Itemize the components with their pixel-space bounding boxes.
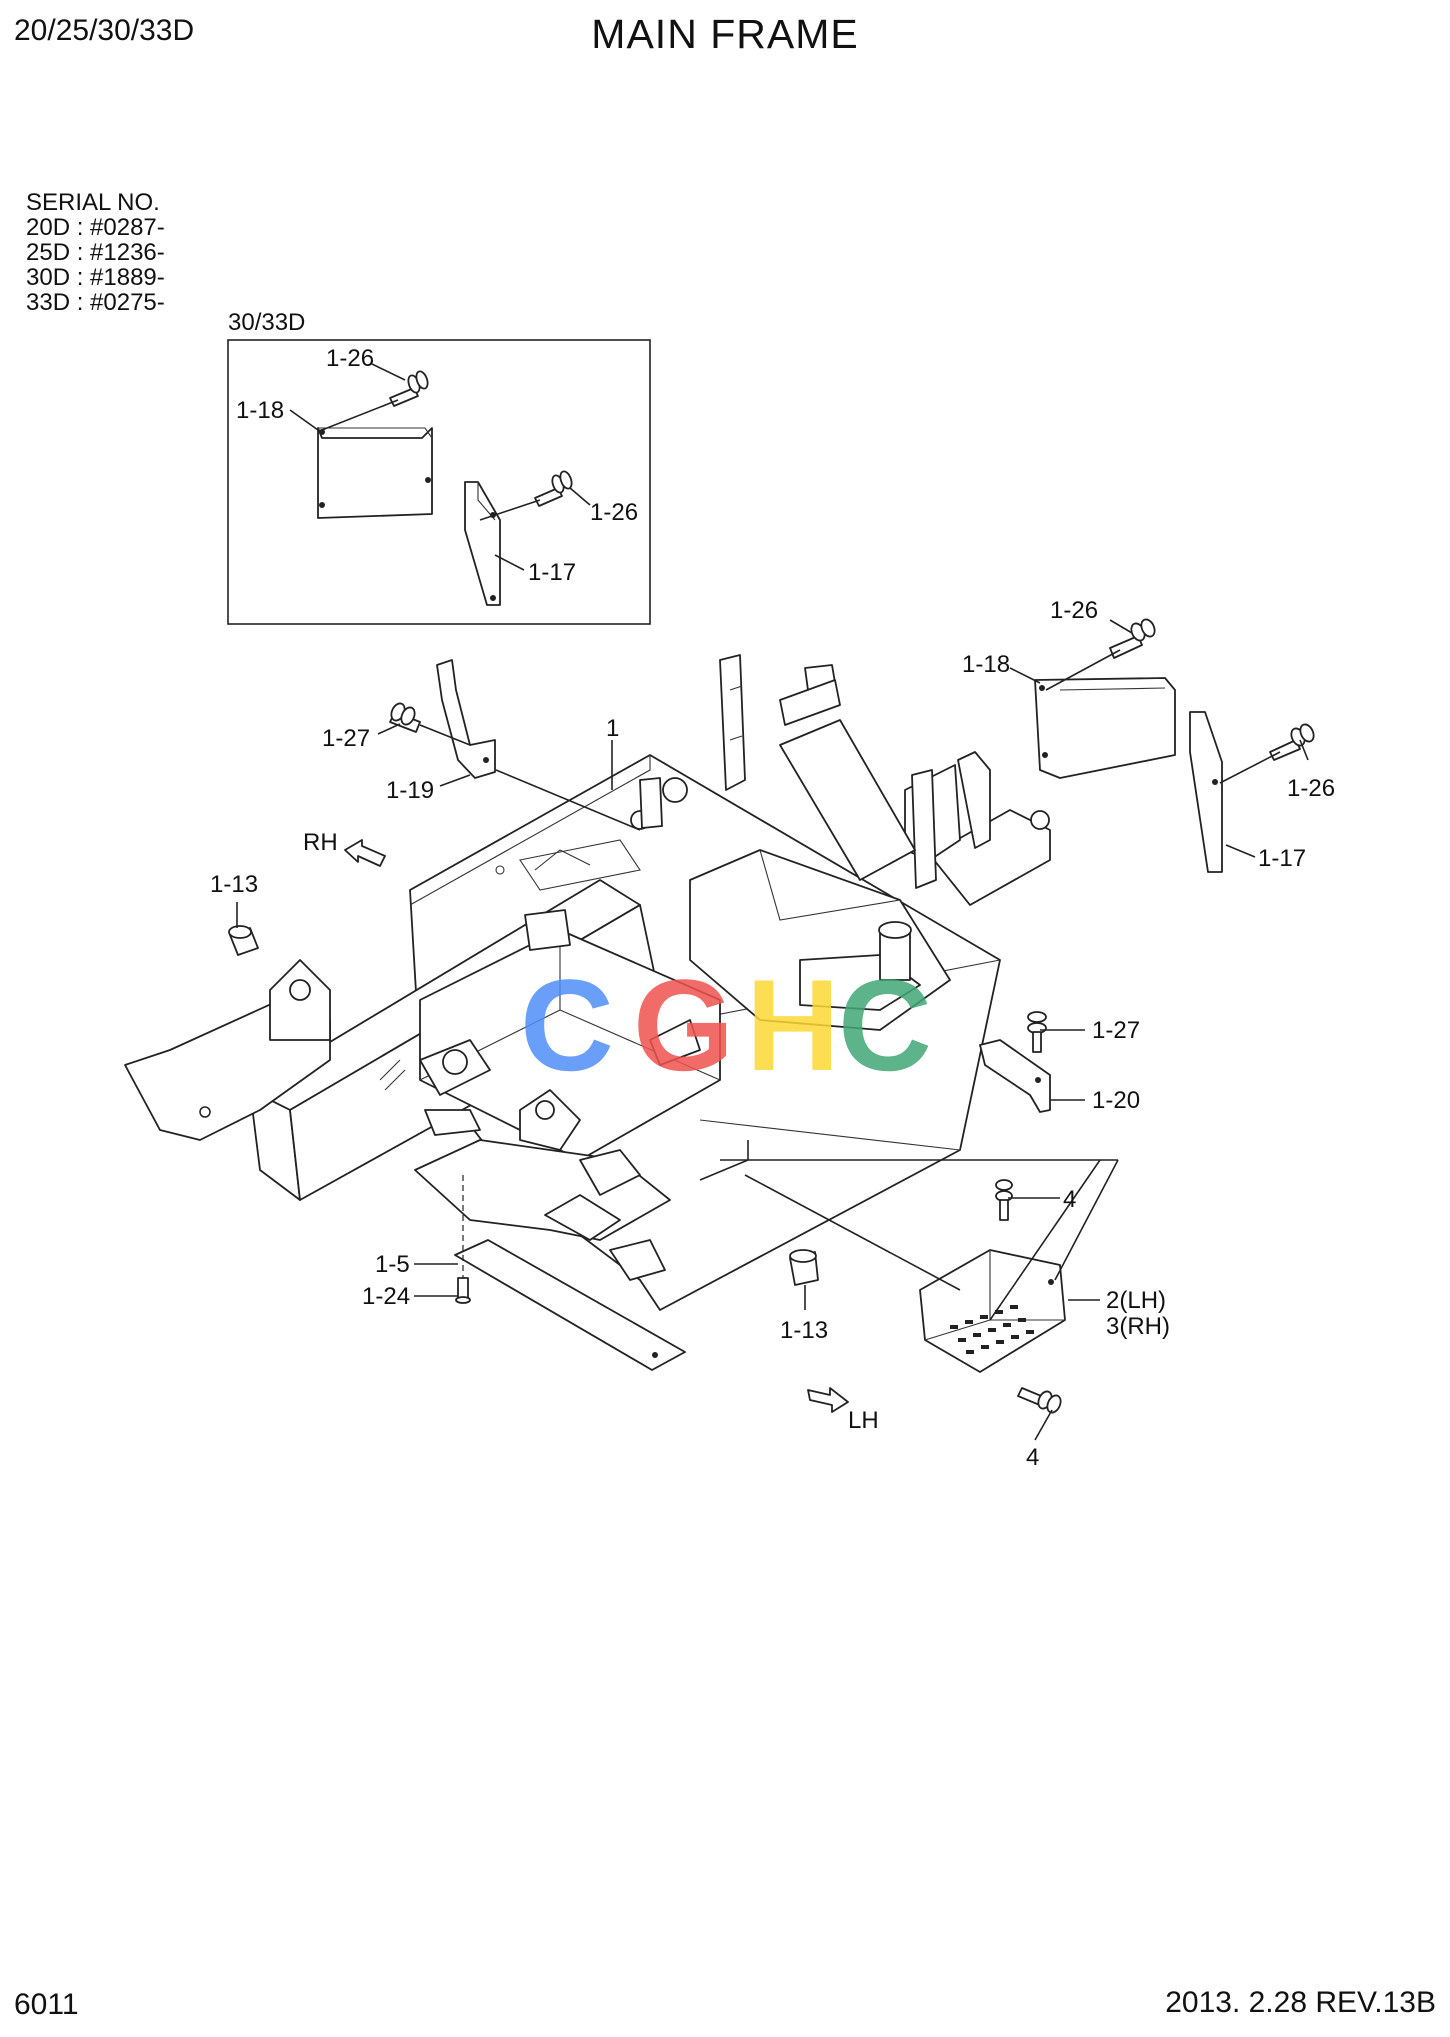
callout-1-20: 1-20 [1092, 1087, 1140, 1114]
inset-30-33d: 30/33D 1-26 1-18 1-26 [227, 309, 651, 625]
inset-bolt-1-26-mid [534, 470, 573, 507]
leader-lines [236, 619, 1309, 1441]
inset-plate-1-17 [464, 481, 501, 606]
plate-1-5 [454, 1239, 686, 1371]
direction-lh-label: LH [848, 1407, 879, 1434]
inset-callout-1-26-top: 1-26 [326, 345, 374, 372]
inset-box [227, 339, 651, 625]
callout-1: 1 [606, 715, 619, 742]
inset-callout-1-17: 1-17 [528, 559, 576, 586]
callout-1-17: 1-17 [1258, 845, 1306, 872]
bushing-1-13-left [228, 925, 259, 956]
callout-1-27-right: 1-27 [1092, 1017, 1140, 1044]
direction-rh: RH [303, 829, 386, 867]
callout-1-19: 1-19 [386, 777, 434, 804]
callout-1-26-right: 1-26 [1287, 775, 1335, 802]
serial-entry: 20D : #0287- [26, 214, 165, 241]
watermark-letter: C [838, 952, 932, 1098]
bolt-1-24 [455, 1175, 471, 1304]
bolt-4-bottom [1017, 1387, 1062, 1414]
inset-plate-1-18 [317, 427, 433, 519]
direction-rh-label: RH [303, 829, 338, 856]
watermark-letter: G [633, 952, 734, 1098]
callout-1-18: 1-18 [962, 651, 1010, 678]
callout-2-lh: 2(LH) [1106, 1287, 1166, 1314]
watermark-letter: H [746, 952, 840, 1098]
plate-1-17 [1189, 711, 1223, 873]
callout-4-bottom: 4 [1026, 1444, 1039, 1471]
arrow-rh-icon [344, 839, 386, 867]
inset-callout-1-18: 1-18 [236, 397, 284, 424]
inset-callout-1-26-mid: 1-26 [590, 499, 638, 526]
watermark-logo: C G H C [520, 952, 932, 1098]
bolt-4-top [995, 1179, 1013, 1221]
main-frame-1 [124, 654, 1051, 1311]
callout-1-13-left: 1-13 [210, 871, 258, 898]
step-2-3 [919, 1249, 1066, 1373]
serial-entry: 30D : #1889- [26, 264, 165, 291]
page-number: 6011 [14, 1988, 79, 2021]
callout-1-5: 1-5 [375, 1251, 410, 1278]
watermark-letter: C [520, 952, 614, 1098]
callout-1-24: 1-24 [362, 1283, 410, 1310]
callout-labels: 1 1-27 1-19 1-26 1-18 1-26 1-17 1-13 1-2… [210, 597, 1335, 1471]
arrow-lh-icon [807, 1387, 849, 1413]
bracket-1-20 [979, 1039, 1051, 1113]
serial-heading: SERIAL NO. [26, 189, 160, 216]
serial-number-block: SERIAL NO. 20D : #0287- 25D : #1236- 30D… [26, 190, 165, 315]
bushing-1-13-bottom [789, 1249, 819, 1286]
frame-upright-right [911, 769, 937, 889]
bolt-1-26-right [1269, 723, 1315, 761]
frame-top-plate [779, 719, 916, 881]
revision-date: 2013. 2.28 REV.13B [1165, 1986, 1436, 2019]
callout-1-13-bottom: 1-13 [780, 1317, 828, 1344]
bolt-1-27-right [1027, 1011, 1047, 1053]
serial-entry: 33D : #0275- [26, 289, 165, 316]
callout-4-top: 4 [1063, 1186, 1076, 1213]
callout-1-27-top: 1-27 [322, 725, 370, 752]
callout-3-rh: 3(RH) [1106, 1313, 1170, 1340]
bolt-1-27-top [389, 702, 421, 733]
bracket-1-19 [436, 659, 496, 779]
model-label: 20/25/30/33D [14, 14, 195, 47]
callout-1-26-top: 1-26 [1050, 597, 1098, 624]
serial-entry: 25D : #1236- [26, 239, 165, 266]
page-title: MAIN FRAME [591, 11, 859, 57]
direction-lh: LH [807, 1387, 879, 1434]
frame-arm-right [929, 809, 1051, 906]
inset-label: 30/33D [228, 309, 305, 336]
plate-1-18 [1034, 677, 1176, 779]
frame-upright-left [719, 654, 746, 791]
inset-bolt-1-26-top [389, 370, 429, 407]
